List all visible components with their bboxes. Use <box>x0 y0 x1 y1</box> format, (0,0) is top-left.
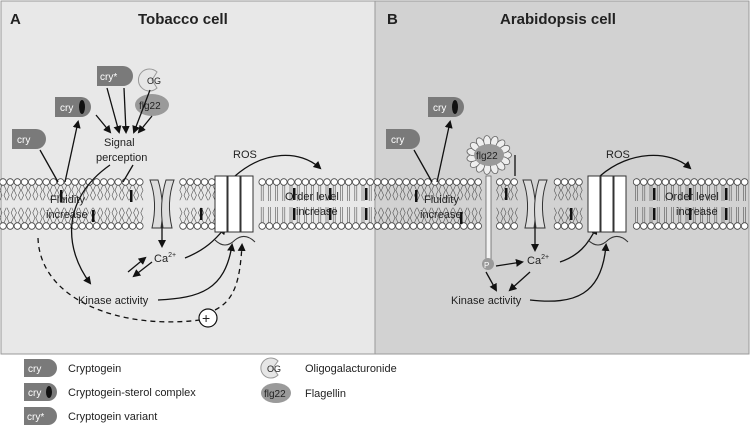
cry-label: cry <box>17 135 30 146</box>
legend-flg22-glyph: flg22 <box>264 389 286 400</box>
cryptogein-sterol-complex-icon-b: cry <box>428 97 464 117</box>
panel-a-arrows <box>37 87 322 323</box>
order-label-b-2: increase <box>676 206 718 218</box>
oligogalacturonide-icon: OG <box>138 68 161 92</box>
signal-perception-label-2: perception <box>96 152 147 164</box>
panel-a-background <box>0 0 376 355</box>
ros-label-a: ROS <box>233 149 257 161</box>
flg22-receptor: flg22 P <box>466 135 512 270</box>
cry-complex-label-b: cry <box>433 103 446 114</box>
cryptogein-variant-icon: cry* <box>97 66 133 86</box>
cryptogein-icon-b: cry <box>386 129 420 149</box>
panel-b-title: Arabidopsis cell <box>500 11 616 28</box>
cryptogein-sterol-complex-icon: cry <box>55 97 91 117</box>
calcium-channel-a <box>149 179 175 229</box>
cry-variant-label: cry* <box>100 72 117 83</box>
plasma-membrane <box>0 178 749 230</box>
kinase-label-a: Kinase activity <box>78 295 149 307</box>
legend-label-cryptogein: Cryptogein <box>68 363 121 375</box>
calcium-label-b: Ca2+ <box>527 254 549 267</box>
signal-perception-label: Signal <box>104 137 135 149</box>
panel-a-letter: A <box>10 11 21 28</box>
legend-flg22-icon: flg22 <box>261 383 291 403</box>
panel-b-letter: B <box>387 11 398 28</box>
legend-og-glyph: OG <box>267 364 281 374</box>
legend-label-complex: Cryptogein-sterol complex <box>68 387 196 399</box>
plus-icon: + <box>198 308 218 328</box>
order-label-a: Order level <box>285 191 339 203</box>
cryptogein-icon: cry <box>12 129 46 149</box>
fluidity-label-a-2: increase <box>46 209 88 221</box>
legend-cry-variant-glyph: cry* <box>27 412 44 423</box>
flg22-label: flg22 <box>139 101 161 112</box>
legend-og-icon: OG <box>260 357 281 379</box>
legend-label-variant: Cryptogein variant <box>68 411 157 423</box>
calcium-label-a: Ca2+ <box>154 252 176 265</box>
og-label: OG <box>147 76 161 86</box>
panel-b-arrows <box>413 120 692 302</box>
ros-channel-b <box>587 175 629 246</box>
legend-cry-sterol-glyph: cry <box>28 388 41 399</box>
panel-b-background <box>374 0 750 355</box>
legend: cry Cryptogein cry Cryptogein-sterol com… <box>24 357 397 425</box>
flagellin-icon: flg22 <box>135 94 169 116</box>
flg22-label-b: flg22 <box>476 151 498 162</box>
cry-complex-label: cry <box>60 103 73 114</box>
legend-cry-sterol-icon: cry <box>24 383 57 401</box>
legend-cry-icon: cry <box>24 359 57 377</box>
fluidity-label-b-2: increase <box>420 209 462 221</box>
ros-channel-a <box>214 175 256 246</box>
fluidity-label-b: Fluidity <box>424 194 459 206</box>
legend-cry-variant-icon: cry* <box>24 407 57 425</box>
phospho-label: P <box>484 261 489 270</box>
panel-a-title: Tobacco cell <box>138 11 228 28</box>
legend-label-og: Oligogalacturonide <box>305 363 397 375</box>
fluidity-label-a: Fluidity <box>50 194 85 206</box>
order-label-a-2: increase <box>296 206 338 218</box>
order-label-b: Order level <box>665 191 719 203</box>
kinase-label-b: Kinase activity <box>451 295 522 307</box>
plus-sign: + <box>202 310 210 326</box>
legend-cry-glyph: cry <box>28 364 41 375</box>
cry-label-b: cry <box>391 135 404 146</box>
ros-label-b: ROS <box>606 149 630 161</box>
legend-label-flagellin: Flagellin <box>305 388 346 400</box>
calcium-channel-b <box>522 179 548 229</box>
